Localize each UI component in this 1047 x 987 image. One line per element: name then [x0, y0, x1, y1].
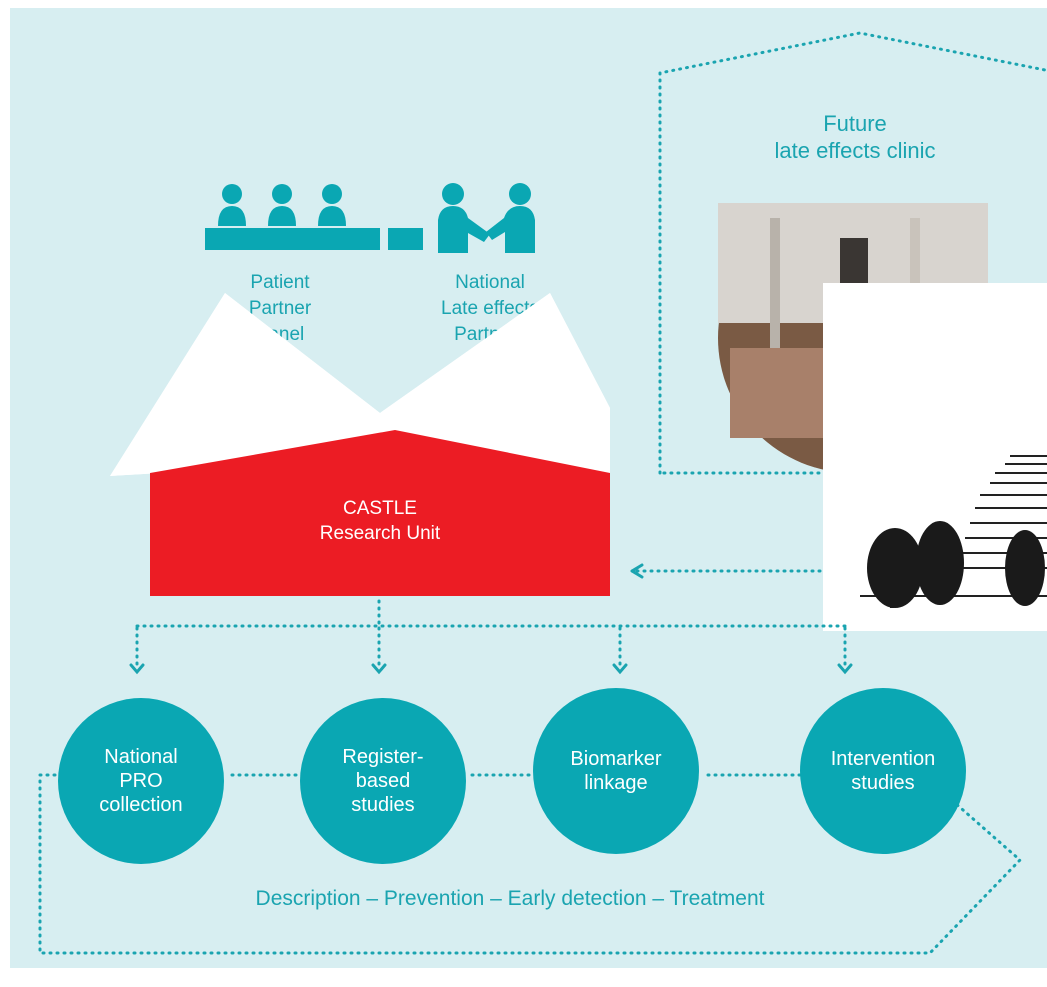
national-partner-line1: National: [455, 272, 525, 293]
future-clinic-title-line1: Future: [823, 111, 887, 136]
study-national-pro-collection: National PRO collection: [58, 698, 224, 864]
national-partner-line3: Partners: [454, 324, 526, 345]
partner-handshake-icon: [438, 183, 535, 253]
castle-title: CASTLE: [343, 498, 417, 519]
study-register-based: Register- based studies: [300, 698, 466, 864]
building-sketch-image: [823, 283, 1047, 631]
patient-panel-line3: Panel: [255, 324, 305, 345]
diagram-canvas: Patient Partner Panel National Late effe…: [10, 8, 1047, 968]
footer-process-text: Description – Prevention – Early detecti…: [255, 887, 765, 910]
study-biomarker-linkage: Biomarker linkage: [533, 688, 699, 854]
national-partner-line2: Late effects: [441, 298, 539, 319]
future-clinic-title-line2: late effects clinic: [774, 138, 936, 163]
castle-subtitle: Research Unit: [319, 523, 441, 544]
patient-panel-icon: [205, 184, 423, 250]
patient-panel-line1: Patient: [250, 272, 310, 293]
patient-panel-line2: Partner: [248, 298, 312, 319]
study-intervention: Intervention studies: [800, 688, 966, 854]
